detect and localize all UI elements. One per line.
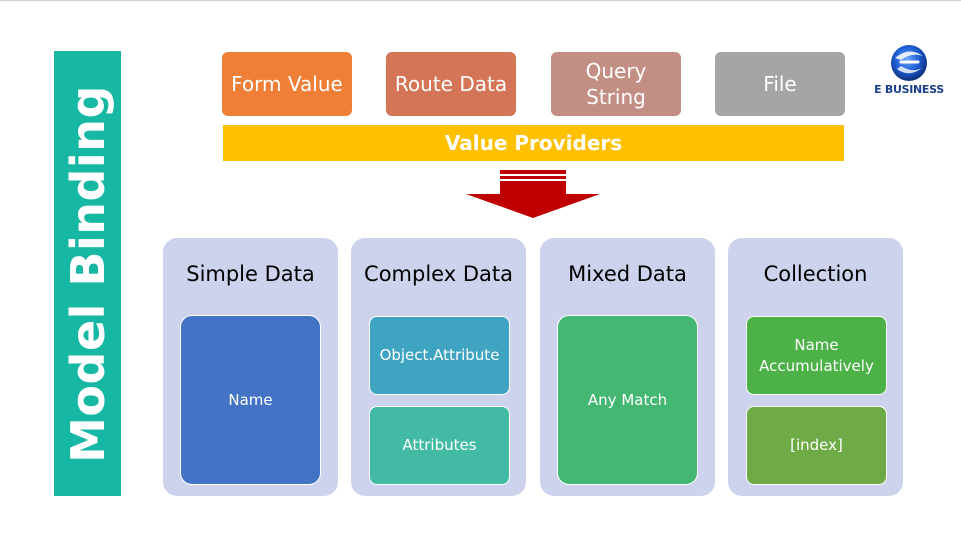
provider-file-label: File — [763, 72, 797, 96]
ebusiness-logo-icon — [891, 45, 927, 81]
provider-form-value: Form Value — [222, 52, 352, 116]
box-any-match-label: Any Match — [587, 390, 668, 409]
title-band — [54, 51, 121, 496]
box-index-label: [index] — [790, 436, 843, 454]
box-name-label: Name — [228, 390, 273, 409]
provider-route-data: Route Data — [386, 52, 516, 116]
box-name-accumulatively: Name Accumulatively — [746, 316, 887, 395]
panel-complex-data-title: Complex Data — [364, 262, 513, 286]
box-object-attribute: Object.Attribute — [369, 316, 510, 395]
panel-mixed-data-title: Mixed Data — [568, 262, 687, 286]
title-container: Model Binding — [54, 51, 121, 496]
provider-query-string-label: Query String — [585, 59, 647, 109]
box-attributes-label: Attributes — [402, 436, 477, 454]
provider-file: File — [715, 52, 845, 116]
down-arrow-icon — [466, 170, 600, 218]
panel-simple-data-title: Simple Data — [186, 262, 315, 286]
box-any-match: Any Match — [557, 315, 698, 485]
box-name-accumulatively-label: Name Accumulatively — [759, 335, 874, 375]
value-providers-bar: Value Providers — [223, 125, 844, 161]
box-name: Name — [180, 315, 321, 485]
provider-form-value-label: Form Value — [231, 72, 343, 96]
diagram-title: Model Binding — [60, 84, 115, 463]
box-index: [index] — [746, 406, 887, 485]
box-attributes: Attributes — [369, 406, 510, 485]
panel-collection-title: Collection — [763, 262, 868, 286]
value-providers-label: Value Providers — [444, 131, 623, 155]
provider-route-data-label: Route Data — [394, 72, 508, 96]
provider-query-string: Query String — [551, 52, 681, 116]
logo-text: E BUSINESS — [874, 83, 944, 96]
top-divider — [0, 0, 961, 1]
box-object-attribute-label: Object.Attribute — [379, 346, 500, 364]
